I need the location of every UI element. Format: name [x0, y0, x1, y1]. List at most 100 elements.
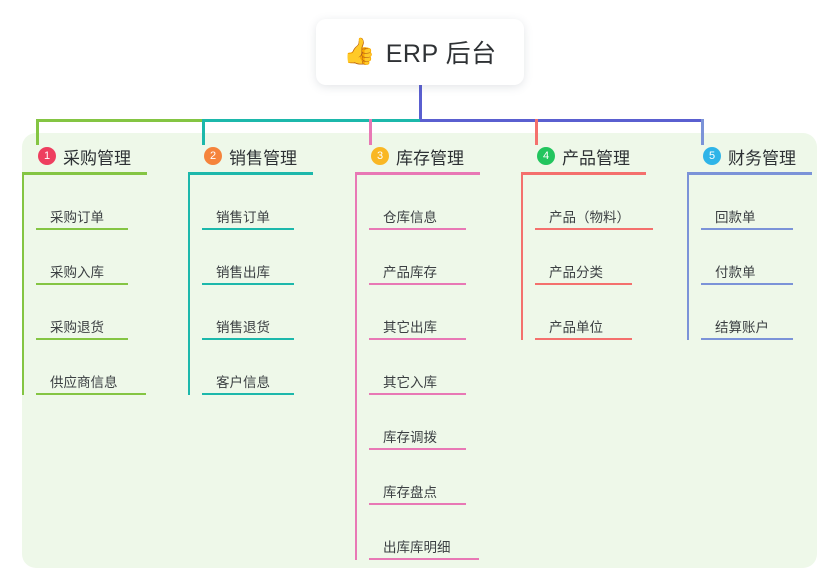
branch-spine	[355, 175, 357, 560]
leaf-item-underline	[701, 338, 793, 340]
leaf-item-label: 结算账户	[715, 320, 769, 336]
leaf-item-label: 出库库明细	[383, 540, 451, 556]
branch-column-4: 4 产品管理产品（物料） 产品分类产品单位	[521, 145, 696, 340]
root-node[interactable]: 👍 ERP 后台	[316, 19, 524, 85]
leaf-item[interactable]: 产品（物料）	[535, 175, 696, 230]
connector-segment-4	[535, 119, 704, 122]
leaf-item[interactable]: 库存调拨	[369, 395, 525, 450]
leaf-item[interactable]: 产品库存	[369, 230, 525, 285]
branch-header-5[interactable]: 5 财务管理	[687, 145, 837, 175]
branches-panel	[22, 133, 817, 568]
root-stem	[419, 85, 422, 122]
leaf-item[interactable]: 回款单	[701, 175, 837, 230]
leaf-item-underline	[701, 228, 793, 230]
leaf-item-label: 产品（物料）	[549, 210, 630, 226]
leaf-item-underline	[36, 338, 128, 340]
leaf-item[interactable]: 产品单位	[535, 285, 696, 340]
branch-stem-3	[369, 119, 372, 145]
branch-title: 库存管理	[396, 148, 464, 168]
leaf-item-label: 付款单	[715, 265, 756, 281]
leaf-item[interactable]: 客户信息	[202, 340, 348, 395]
leaf-item-label: 产品分类	[549, 265, 603, 281]
leaf-item[interactable]: 销售出库	[202, 230, 348, 285]
branch-underline	[687, 172, 812, 175]
leaf-item-underline	[36, 283, 128, 285]
branch-header-4[interactable]: 4 产品管理	[521, 145, 696, 175]
branch-underline	[188, 172, 313, 175]
connector-segment-3	[420, 119, 535, 122]
leaf-item-underline	[535, 283, 632, 285]
branch-leaf-list: 产品（物料） 产品分类产品单位	[521, 175, 696, 340]
branch-column-2: 2 销售管理销售订单销售出库销售退货客户信息	[188, 145, 348, 395]
leaf-item-underline	[202, 228, 294, 230]
branch-header-2[interactable]: 2 销售管理	[188, 145, 348, 175]
branch-spine	[188, 175, 190, 395]
branch-spine	[521, 175, 523, 340]
leaf-item-label: 库存盘点	[383, 485, 437, 501]
branch-underline	[355, 172, 480, 175]
leaf-item[interactable]: 其它出库	[369, 285, 525, 340]
leaf-item[interactable]: 采购退货	[36, 285, 182, 340]
leaf-item[interactable]: 采购入库	[36, 230, 182, 285]
branch-title: 产品管理	[562, 148, 630, 168]
leaf-item[interactable]: 供应商信息	[36, 340, 182, 395]
leaf-item-label: 采购退货	[50, 320, 104, 336]
leaf-item-underline	[202, 338, 294, 340]
leaf-item-label: 回款单	[715, 210, 756, 226]
leaf-item[interactable]: 付款单	[701, 230, 837, 285]
branch-column-3: 3 库存管理仓库信息产品库存其它出库其它入库库存调拨库存盘点出库库明细	[355, 145, 525, 560]
leaf-item-underline	[36, 228, 128, 230]
leaf-item-label: 其它出库	[383, 320, 437, 336]
leaf-item-label: 库存调拨	[383, 430, 437, 446]
branch-stem-1	[36, 119, 39, 145]
branch-column-5: 5 财务管理回款单付款单结算账户	[687, 145, 837, 340]
leaf-item[interactable]: 出库库明细	[369, 505, 525, 560]
leaf-item-underline	[369, 503, 466, 505]
leaf-item[interactable]: 库存盘点	[369, 450, 525, 505]
leaf-item-label: 销售出库	[216, 265, 270, 281]
branch-spine	[22, 175, 24, 395]
leaf-item-label: 客户信息	[216, 375, 270, 391]
branch-underline	[521, 172, 646, 175]
leaf-item[interactable]: 销售订单	[202, 175, 348, 230]
leaf-item-underline	[369, 393, 466, 395]
leaf-item[interactable]: 其它入库	[369, 340, 525, 395]
leaf-item[interactable]: 仓库信息	[369, 175, 525, 230]
leaf-item-underline	[369, 558, 479, 560]
branch-title: 销售管理	[229, 148, 297, 168]
branch-title: 财务管理	[728, 148, 796, 168]
leaf-item-label: 销售订单	[216, 210, 270, 226]
branch-stem-5	[701, 119, 704, 145]
branch-spine	[687, 175, 689, 340]
leaf-item[interactable]: 销售退货	[202, 285, 348, 340]
leaf-item[interactable]: 产品分类	[535, 230, 696, 285]
leaf-item-underline	[202, 393, 294, 395]
leaf-item-label: 其它入库	[383, 375, 437, 391]
branch-leaf-list: 仓库信息产品库存其它出库其它入库库存调拨库存盘点出库库明细	[355, 175, 525, 560]
branch-header-3[interactable]: 3 库存管理	[355, 145, 525, 175]
leaf-item-label: 销售退货	[216, 320, 270, 336]
thumbs-up-icon: 👍	[343, 37, 376, 67]
branch-number-badge: 5	[703, 147, 721, 165]
leaf-item-underline	[202, 283, 294, 285]
connector-segment-2	[202, 119, 420, 122]
leaf-item-underline	[535, 338, 632, 340]
leaf-item[interactable]: 结算账户	[701, 285, 837, 340]
branch-number-badge: 2	[204, 147, 222, 165]
leaf-item-label: 供应商信息	[50, 375, 118, 391]
leaf-item-underline	[369, 228, 466, 230]
leaf-item-label: 产品单位	[549, 320, 603, 336]
leaf-item-label: 采购订单	[50, 210, 104, 226]
branch-number-badge: 3	[371, 147, 389, 165]
connector-segment-1	[36, 119, 202, 122]
branch-number-badge: 4	[537, 147, 555, 165]
leaf-item-underline	[701, 283, 793, 285]
leaf-item[interactable]: 采购订单	[36, 175, 182, 230]
branch-stem-4	[535, 119, 538, 145]
branch-leaf-list: 采购订单采购入库采购退货供应商信息	[22, 175, 182, 395]
root-node-label: ERP 后台	[385, 40, 497, 68]
branch-stem-2	[202, 119, 205, 145]
leaf-item-label: 产品库存	[383, 265, 437, 281]
